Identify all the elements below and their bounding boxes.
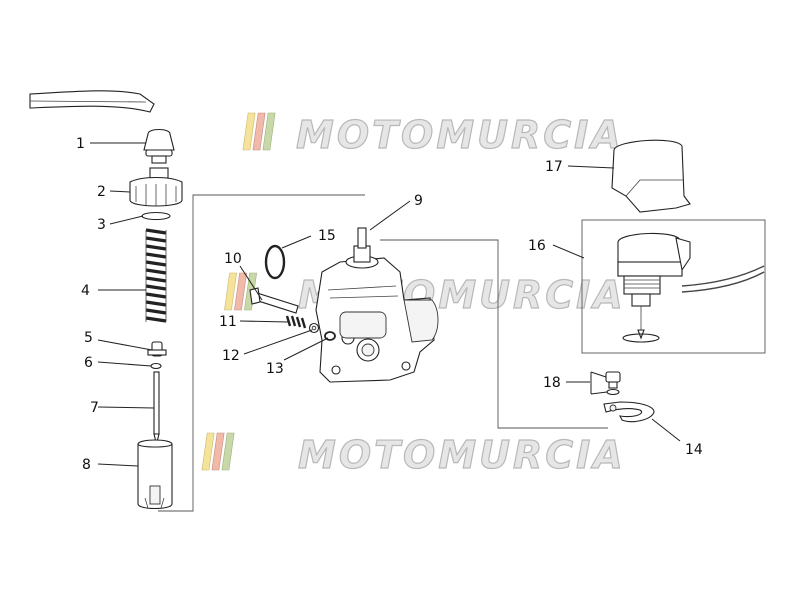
callout-6: 6 (84, 355, 93, 371)
part-3-seal-ring (141, 211, 171, 221)
part-5-needle-clip (147, 341, 167, 357)
callout-12: 12 (222, 348, 240, 364)
part-12-washer (308, 322, 320, 334)
callout-14: 14 (685, 442, 703, 458)
part-6-circlip (150, 362, 162, 370)
part-17-choke-cover (611, 139, 691, 213)
watermark-text: MOTOMURCIA (296, 113, 624, 157)
callout-7: 7 (90, 400, 99, 416)
callout-1: 1 (76, 136, 85, 152)
part-8-throttle-slide (137, 439, 173, 510)
callout-15: 15 (318, 228, 336, 244)
callout-numbers: 1 2 3 4 5 6 7 8 9 10 11 12 13 14 15 16 1… (76, 136, 703, 473)
group-frame-left (158, 194, 365, 512)
callout-17: 17 (545, 159, 563, 175)
part-16-choke-starter (617, 232, 765, 343)
leader-lines (90, 142, 681, 467)
callout-3: 3 (97, 217, 106, 233)
part-7-jet-needle (153, 371, 160, 445)
watermark-bottom: MOTOMURCIA (201, 432, 626, 478)
callout-11: 11 (219, 314, 237, 330)
choke-detail-box (581, 219, 766, 354)
callout-2: 2 (97, 184, 106, 200)
watermark-text: MOTOMURCIA (298, 433, 626, 477)
callout-8: 8 (82, 457, 91, 473)
part-14-retaining-plate (603, 401, 655, 423)
watermark-top: MOTOMURCIA (242, 112, 624, 158)
part-18-screw (605, 371, 621, 396)
part-9-carburetor-body (315, 227, 439, 383)
throttle-cable (29, 90, 155, 113)
callout-9: 9 (414, 193, 423, 209)
callout-4: 4 (81, 283, 90, 299)
callout-10: 10 (224, 251, 242, 267)
part-10-adjust-screw (249, 287, 299, 314)
part-2-top-cap-nut (129, 167, 183, 207)
callout-13: 13 (266, 361, 284, 377)
callout-16: 16 (528, 238, 546, 254)
callout-5: 5 (84, 330, 93, 346)
part-11-spring (285, 315, 307, 329)
group-frame-right (380, 239, 608, 429)
part-1-cable-cap (143, 128, 175, 164)
part-13-o-ring (324, 331, 336, 341)
part-15-o-ring (264, 244, 286, 280)
callout-18: 18 (543, 375, 561, 391)
part-4-spring (145, 228, 167, 323)
